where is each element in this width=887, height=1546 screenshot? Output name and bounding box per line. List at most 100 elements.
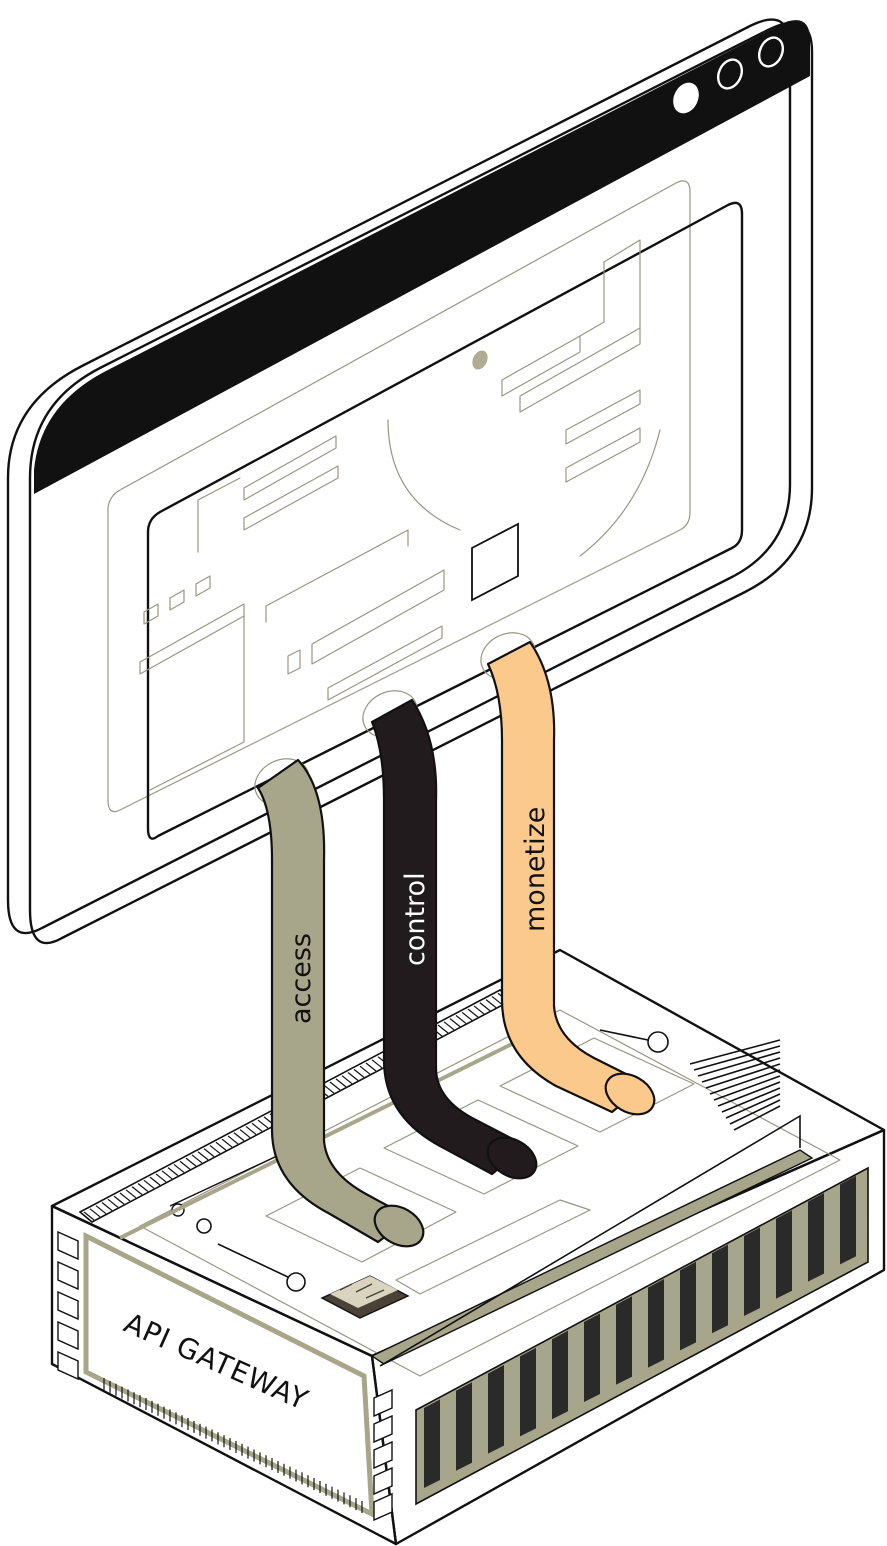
vent-line xyxy=(365,1062,377,1072)
cable-label-monetize: monetize xyxy=(520,807,551,932)
right-face-panel xyxy=(415,1166,869,1506)
vent-line xyxy=(709,1069,781,1095)
vent-line xyxy=(149,1176,161,1186)
left-face-slots xyxy=(57,1230,393,1522)
vent-line xyxy=(701,1057,781,1083)
vent-bar xyxy=(680,1261,696,1351)
vent-line xyxy=(173,1163,185,1173)
side-slot xyxy=(57,1290,79,1321)
side-slot xyxy=(373,1492,393,1522)
vent-line xyxy=(323,1084,335,1094)
vent-line xyxy=(347,1072,359,1081)
vent-line xyxy=(359,1065,371,1075)
side-slot xyxy=(57,1350,79,1381)
vent-line xyxy=(467,1008,479,1018)
vent-bar xyxy=(584,1313,600,1402)
vent-line xyxy=(697,1051,781,1077)
vent-line xyxy=(443,1021,455,1031)
vent-line xyxy=(713,1075,781,1101)
vent-line xyxy=(371,1059,383,1069)
vent-line xyxy=(95,1205,107,1215)
vent-line xyxy=(455,1014,467,1024)
monitor xyxy=(6,18,814,945)
vent-line xyxy=(209,1144,221,1154)
cable-access: access xyxy=(256,758,425,1248)
top-right-vent-lines xyxy=(689,1039,781,1131)
side-slot xyxy=(57,1320,79,1351)
vent-line xyxy=(185,1157,197,1167)
vent-line xyxy=(353,1068,365,1078)
gateway-box: API GATEWAY xyxy=(50,948,886,1546)
vent-bar xyxy=(552,1330,568,1420)
vent-line xyxy=(233,1132,245,1142)
cable-control: control xyxy=(370,698,538,1180)
left-bottom-vents xyxy=(103,1378,363,1513)
monitor-frame xyxy=(6,18,792,935)
vent-line xyxy=(705,1063,781,1089)
vent-line xyxy=(113,1195,125,1205)
vent-line xyxy=(491,995,503,1005)
vent-line xyxy=(485,999,497,1009)
vent-line xyxy=(89,1208,101,1218)
vent-line xyxy=(479,1002,491,1012)
vent-line xyxy=(227,1135,239,1145)
vent-line xyxy=(167,1167,179,1177)
vent-line xyxy=(107,1198,119,1208)
vent-line xyxy=(221,1138,233,1148)
vent-line xyxy=(729,1099,781,1125)
cable-label-control: control xyxy=(400,872,431,966)
vent-line xyxy=(449,1018,461,1028)
vent-line xyxy=(717,1081,781,1107)
vent-line xyxy=(143,1179,155,1189)
vent-line xyxy=(179,1160,191,1170)
vent-bar xyxy=(424,1399,440,1488)
vent-bar xyxy=(648,1279,664,1368)
side-slot xyxy=(373,1440,393,1470)
side-slot xyxy=(373,1414,393,1444)
side-slot xyxy=(57,1230,79,1261)
vent-bar xyxy=(808,1193,824,1282)
side-slot xyxy=(57,1260,79,1291)
vent-line xyxy=(329,1081,341,1091)
vent-line xyxy=(203,1148,215,1158)
screen-panel-back xyxy=(107,180,691,813)
vent-bar xyxy=(488,1365,504,1454)
vent-line xyxy=(83,1211,95,1221)
vent-bar xyxy=(520,1347,536,1437)
vent-line xyxy=(137,1183,149,1192)
vent-bar xyxy=(744,1227,760,1316)
vent-line xyxy=(239,1129,251,1139)
gateway-label-panel xyxy=(83,1231,375,1519)
cable-monetize: monetize xyxy=(486,640,656,1116)
vent-line xyxy=(161,1170,173,1180)
monitor-header-bar xyxy=(34,20,810,495)
vent-bar xyxy=(840,1175,856,1265)
right-face-vent-bars xyxy=(424,1175,856,1488)
vent-line xyxy=(733,1105,781,1131)
vent-line xyxy=(341,1075,353,1085)
screen-panel-front xyxy=(146,201,744,840)
vent-line xyxy=(693,1045,781,1071)
vent-line xyxy=(125,1189,137,1199)
vent-line xyxy=(437,1024,449,1034)
vent-line xyxy=(245,1125,257,1135)
vent-line xyxy=(251,1122,263,1132)
vent-line xyxy=(101,1202,113,1211)
vent-line xyxy=(725,1093,781,1119)
monitor-back xyxy=(28,21,814,945)
vent-bar xyxy=(712,1244,728,1334)
window-controls-icon xyxy=(673,36,785,114)
vent-bar xyxy=(456,1382,472,1471)
screen-wireframe xyxy=(139,239,661,791)
vent-line xyxy=(215,1141,227,1151)
vent-line xyxy=(689,1039,781,1065)
vent-line xyxy=(131,1186,143,1196)
microchip-icon xyxy=(320,1275,410,1319)
vent-line xyxy=(461,1011,473,1021)
vent-bar xyxy=(616,1296,632,1385)
vent-line xyxy=(473,1005,485,1015)
vent-line xyxy=(155,1173,167,1183)
cables: access control monetize xyxy=(254,632,656,1248)
